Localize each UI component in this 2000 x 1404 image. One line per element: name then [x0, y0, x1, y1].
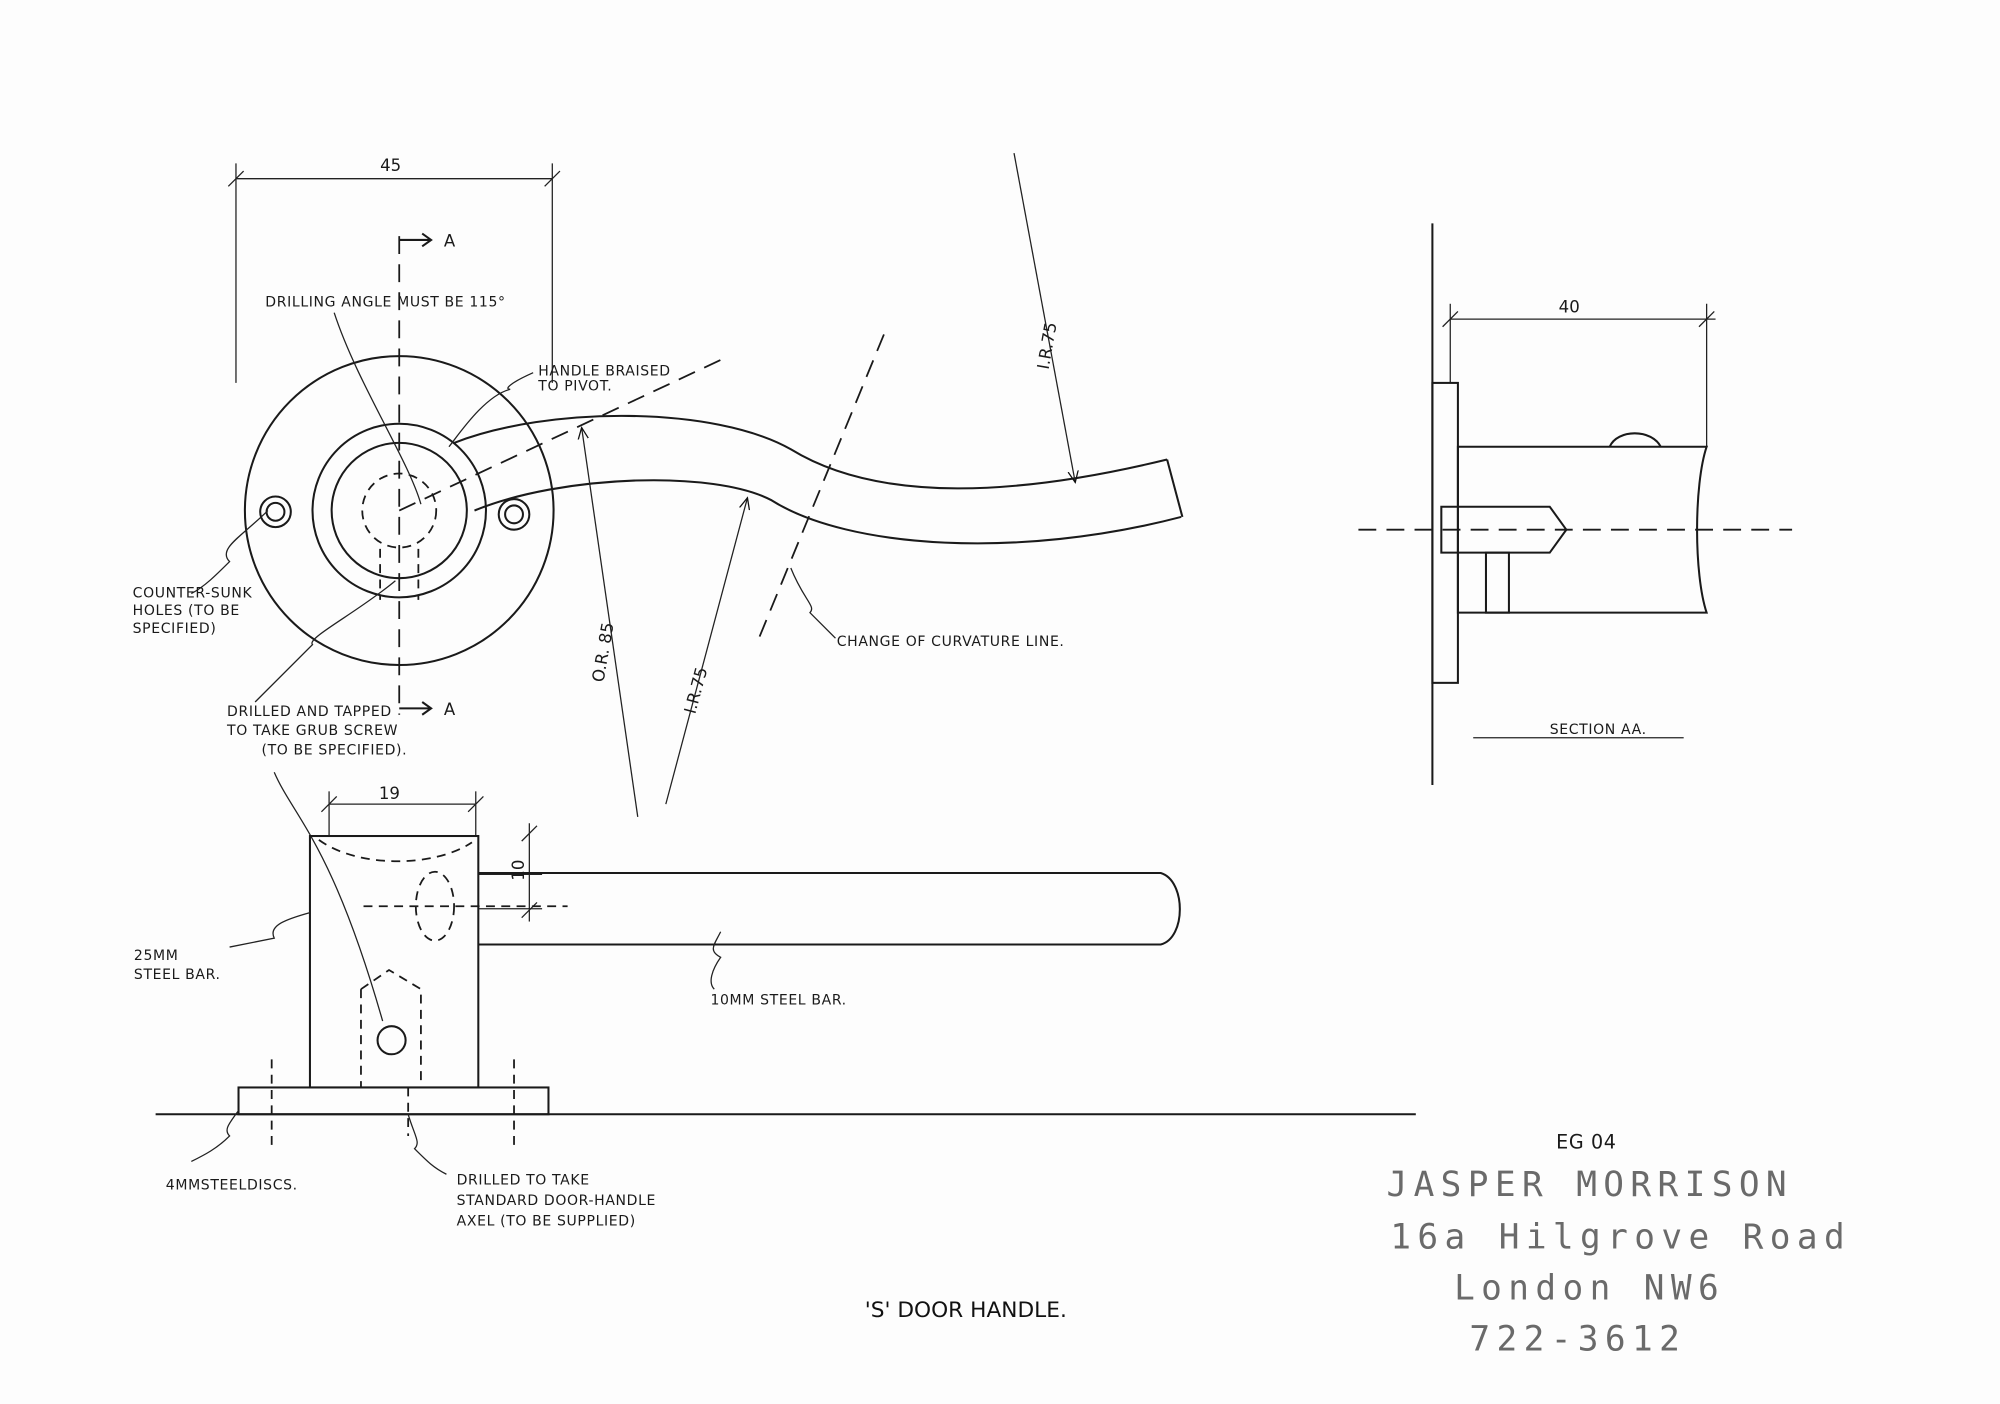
note-25mm-bar-2: STEEL BAR.: [134, 967, 221, 983]
note-countersunk-2: HOLES (TO BE: [133, 603, 240, 619]
side-view: 19 10: [155, 784, 1416, 1149]
note-25mm-bar: 25MM: [134, 948, 179, 964]
stamp-phone: 722-3612: [1469, 1319, 1686, 1359]
note-curvature-line: CHANGE OF CURVATURE LINE.: [837, 634, 1065, 650]
note-10mm-bar: 10MM STEEL BAR.: [710, 992, 846, 1008]
note-handle-braised: HANDLE BRAISED: [538, 363, 670, 379]
stamp-name: JASPER MORRISON: [1386, 1165, 1793, 1205]
section-marker-a-top: A: [444, 231, 456, 250]
drawing-title: 'S' DOOR HANDLE.: [865, 1298, 1067, 1323]
note-steel-discs: 4MMSTEELDISCS.: [166, 1178, 298, 1194]
dim-40: 40: [1559, 298, 1580, 317]
stamp-city: London NW6: [1454, 1268, 1725, 1308]
countersunk-hole-right: [497, 498, 531, 531]
note-drilled-tapped: DRILLED AND TAPPED: [227, 704, 392, 720]
section-marker-a-bottom: A: [444, 700, 456, 719]
section-aa-label: SECTION AA.: [1550, 722, 1647, 738]
countersunk-hole-left: [259, 495, 292, 529]
annotations: DRILLING ANGLE MUST BE 115° HANDLE BRAIS…: [133, 294, 1065, 758]
side-view-notes: 25MM STEEL BAR. 10MM STEEL BAR. 4MMSTEEL…: [134, 948, 846, 1229]
note-drilled-tapped-2: TO TAKE GRUB SCREW: [226, 723, 398, 739]
note-countersunk: COUNTER-SUNK: [133, 585, 253, 601]
dim-10: 10: [509, 860, 528, 881]
note-axel-2: STANDARD DOOR-HANDLE: [457, 1193, 656, 1209]
note-drilled-tapped-3: (TO BE SPECIFIED).: [261, 742, 407, 758]
note-handle-braised-2: TO PIVOT.: [537, 379, 612, 395]
note-axel: DRILLED TO TAKE: [457, 1172, 590, 1188]
drawing-reference: EG 04: [1556, 1131, 1616, 1154]
note-countersunk-3: SPECIFIED): [133, 621, 217, 637]
section-aa-view: 40 SECTION AA.: [1358, 223, 1793, 785]
dim-45: 45: [380, 156, 401, 175]
rosette-view: 45 A A: [227, 156, 722, 719]
note-drilling-angle: DRILLING ANGLE MUST BE 115°: [265, 294, 505, 310]
dim-19: 19: [379, 784, 400, 803]
note-axel-3: AXEL (TO BE SUPPLIED): [457, 1213, 636, 1229]
stamp-address: 16a Hilgrove Road: [1390, 1217, 1851, 1257]
address-stamp: JASPER MORRISON 16a Hilgrove Road London…: [1386, 1165, 1851, 1359]
